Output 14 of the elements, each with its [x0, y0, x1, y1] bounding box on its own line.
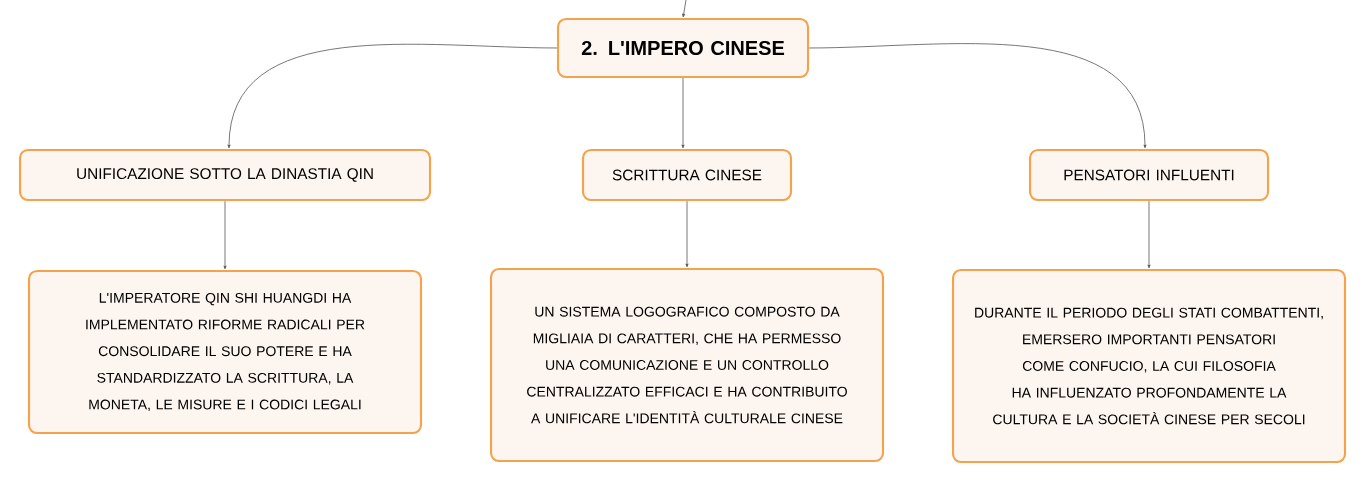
arrow [681, 77, 685, 149]
arrow [1147, 200, 1151, 269]
arrow [682, 0, 687, 18]
description-box: L'IMPERATORE QIN SHI HUANGDI HA IMPLEMENTATO RIFORME RADICALI PER CONSOLIDARE IL SUO POTERE E HA STANDARDIZZATO LA SCRITTURA, LA MONETA, LE MISURE E I CODICI LEGALI [27, 269, 423, 435]
description-box: DURANTE IL PERIODO DEGLI STATI COMBATTENTI, EMERSERO IMPORTANTI PENSATORI COME CONFUCIO, LA CUI FILOSOFIA HA INFLUENZATO PROFONDAMENTE LA CULTURA E LA SOCIETÀ CINESE PER SECOLI [951, 268, 1347, 464]
arrow [223, 200, 227, 270]
topic-box: SCRITTURA CINESE [581, 148, 793, 202]
topic-box: PENSATORI INFLUENTI [1028, 148, 1270, 202]
title-box: 2. L'IMPERO CINESE [556, 17, 810, 79]
arrow [808, 43, 1147, 149]
arrow [227, 43, 558, 149]
topic-box: UNIFICAZIONE SOTTO LA DINASTIA QIN [18, 148, 432, 202]
description-box: UN SISTEMA LOGOGRAFICO COMPOSTO DA MIGLIAIA DI CARATTERI, CHE HA PERMESSO UNA COMUNICAZIONE E UN CONTROLLO CENTRALIZZATO EFFICACI E HA CONTRIBUITO A UNIFICARE L'IDENTITÀ CULTURALE CINESE [489, 267, 885, 463]
arrow [685, 200, 689, 268]
